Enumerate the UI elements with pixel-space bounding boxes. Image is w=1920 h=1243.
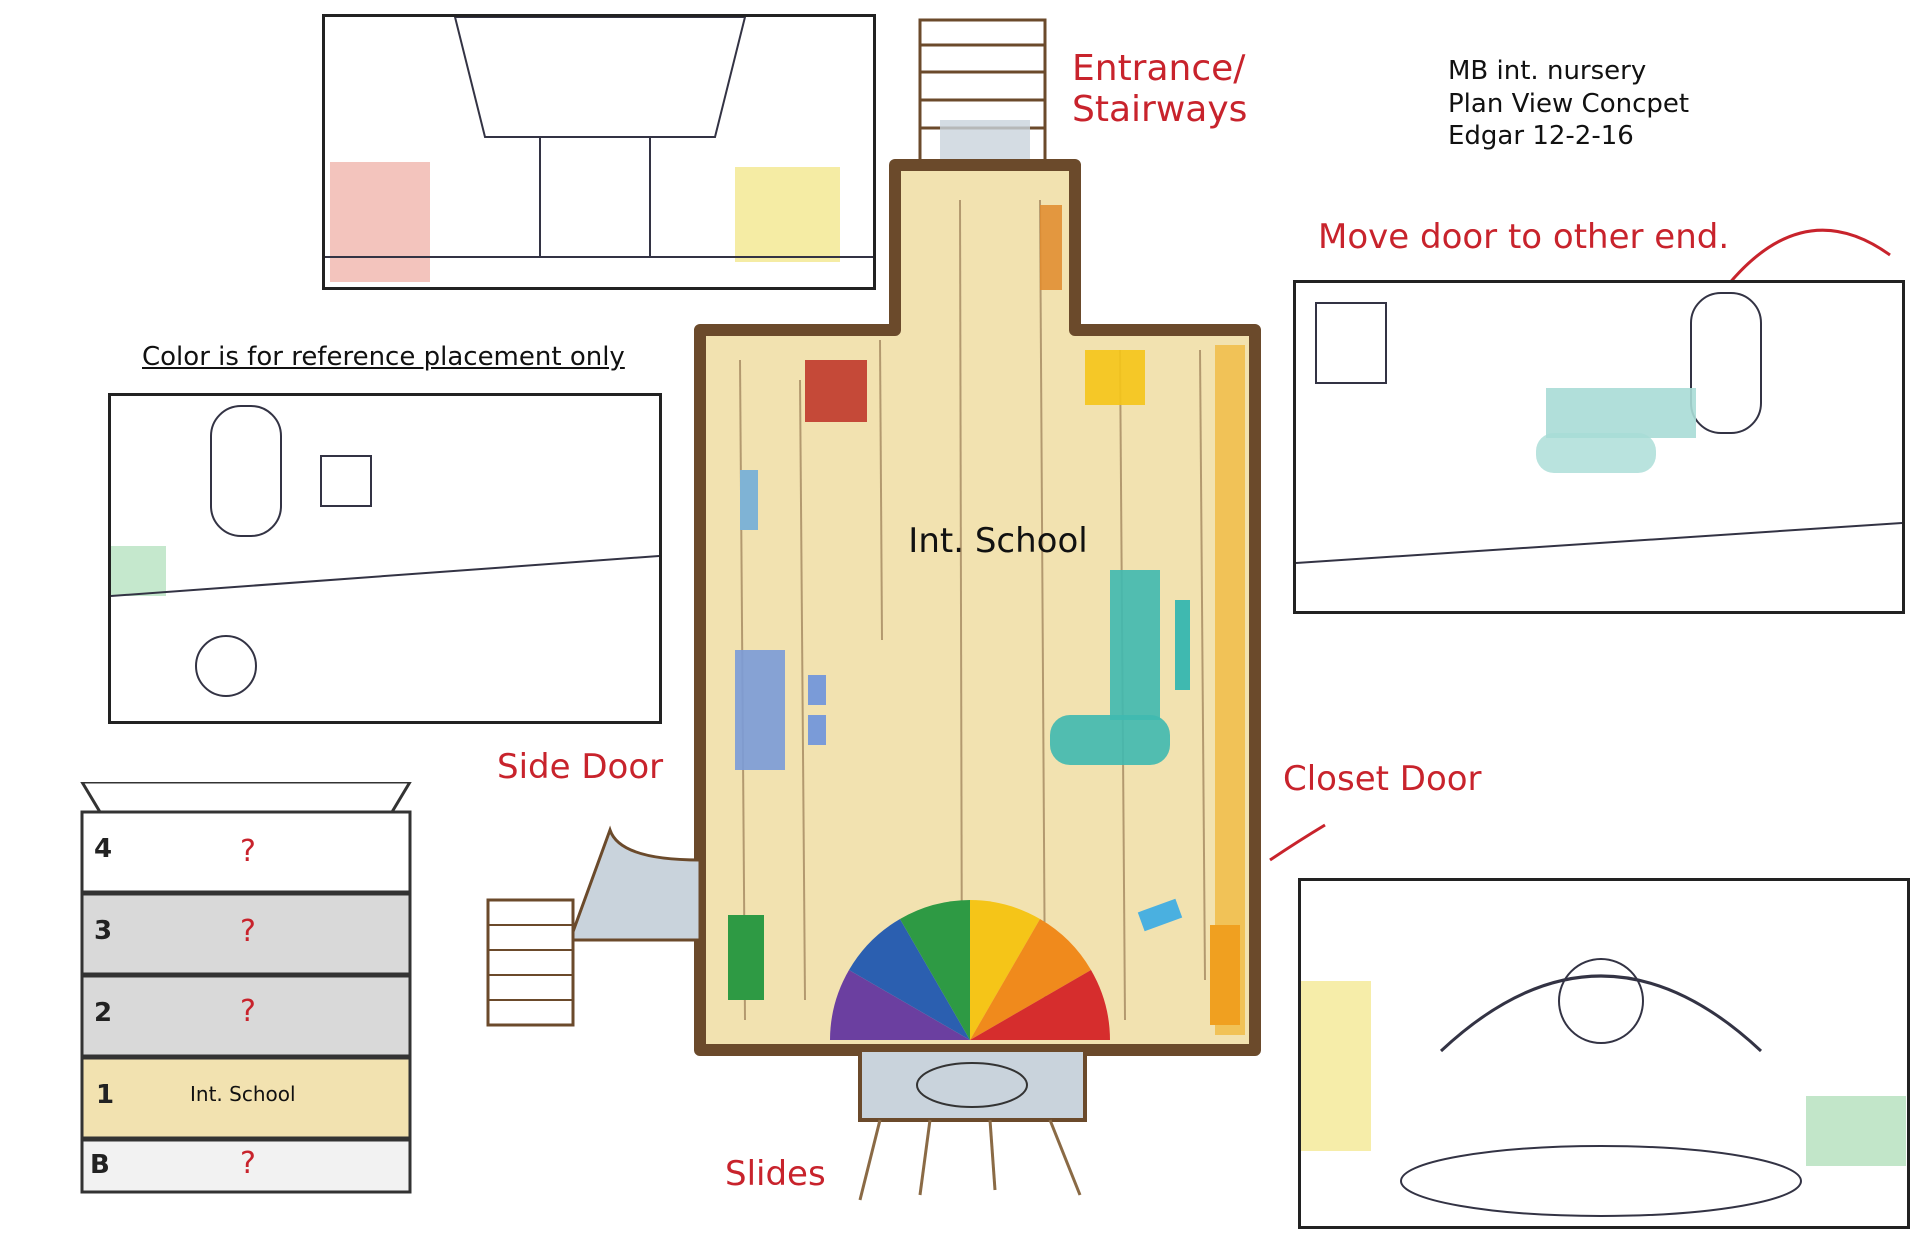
building-section: 4 ? 3 ? 2 ? 1 Int. School B ? [72,782,420,1194]
slides-area [858,1048,1087,1201]
entrance-line2: Stairways [1072,89,1248,131]
floor-b-mark: ? [240,1146,256,1181]
teal-table [1110,570,1160,720]
red-cabinet [805,360,867,422]
yellow-chest [1085,350,1145,405]
floor-2-mark: ? [240,994,256,1029]
floor-3-mark: ? [240,914,256,949]
title-line1: MB int. nursery [1448,56,1647,86]
sketch-reading-room [1298,878,1910,1229]
entrance-label: Entrance/ Stairways [1072,48,1247,131]
sketch-classroom [1293,280,1905,614]
rainbow-rug [830,900,1110,1040]
floor-1-num: 1 [96,1080,115,1110]
move-door-note: Move door to other end. [1318,217,1730,257]
sketch-entrance-hall [322,14,876,290]
floor-3-num: 3 [94,916,113,946]
slides-label: Slides [725,1154,826,1194]
plan-room-label: Int. School [908,521,1087,561]
closet-door-label: Closet Door [1283,759,1482,799]
floor-4-mark: ? [240,834,256,869]
side-door-label: Side Door [497,747,664,787]
floor-b-num: B [90,1150,110,1180]
side-door-stairs [486,825,702,1027]
entrance-line1: Entrance/ [1072,48,1246,89]
title-line2: Plan View Concpet [1448,88,1690,119]
title-block: MB int. nursery Plan View Concpet Edgar … [1448,55,1689,153]
sketch-play-room [108,393,662,724]
floor-1-label: Int. School [190,1082,296,1106]
move-door-arrow [1718,228,1891,296]
color-note: Color is for reference placement only [142,342,625,372]
title-line3: Edgar 12-2-16 [1448,121,1634,151]
floor-4-num: 4 [94,834,113,864]
closet-arrow [1269,823,1326,862]
blue-desk [735,650,785,770]
floor-2-num: 2 [94,998,113,1028]
